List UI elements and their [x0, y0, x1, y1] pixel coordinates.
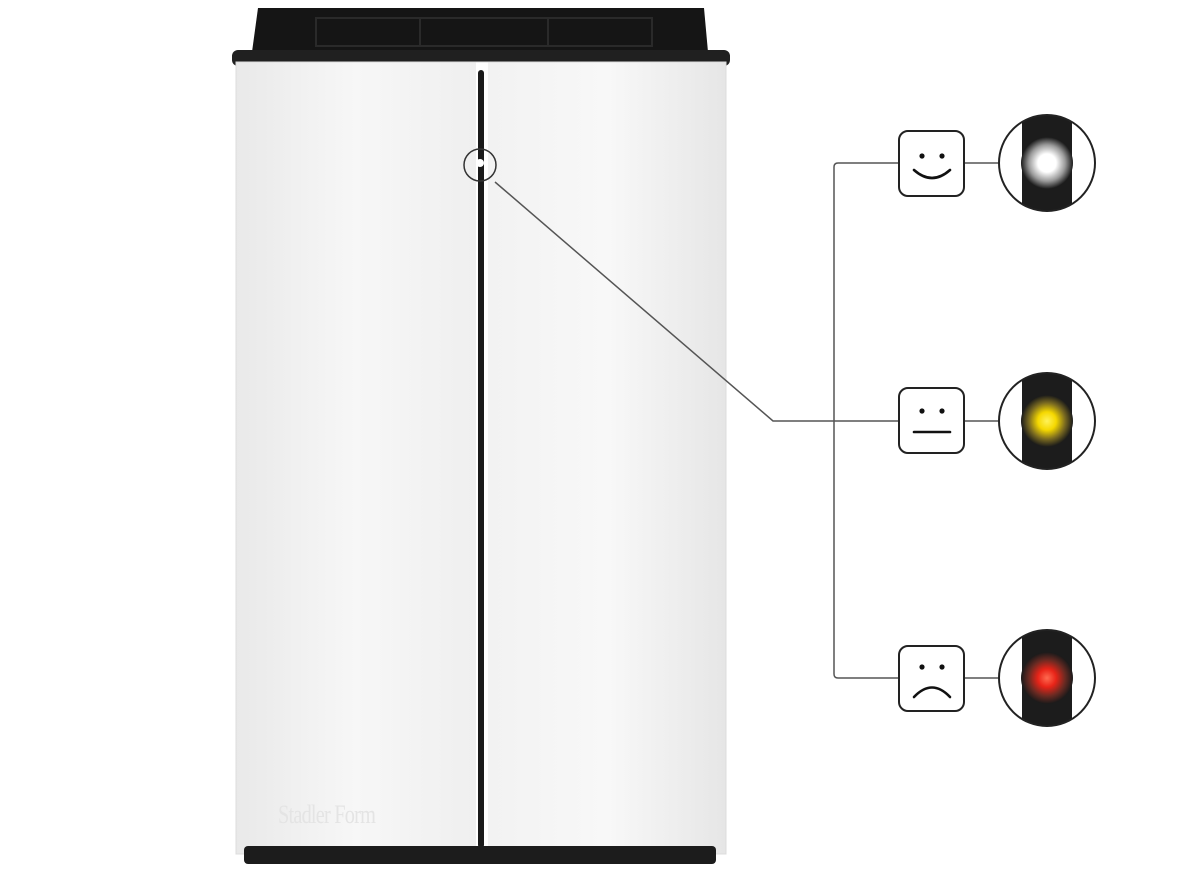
purifier-base — [244, 846, 716, 864]
center-divider — [478, 70, 484, 848]
smiley-sad-icon — [898, 645, 965, 712]
purifier-body — [235, 61, 727, 855]
smiley-neutral-icon — [898, 387, 965, 454]
purifier-lid — [232, 8, 730, 66]
light-red-indicator — [998, 629, 1096, 727]
device-indicator-light — [463, 148, 497, 182]
smiley-happy-icon — [898, 130, 965, 197]
light-white-indicator — [998, 114, 1096, 212]
callout-line — [494, 181, 898, 422]
brand-logo-text: Stadler Form — [278, 800, 376, 829]
light-yellow-indicator — [998, 372, 1096, 470]
bracket-connector — [833, 162, 898, 679]
